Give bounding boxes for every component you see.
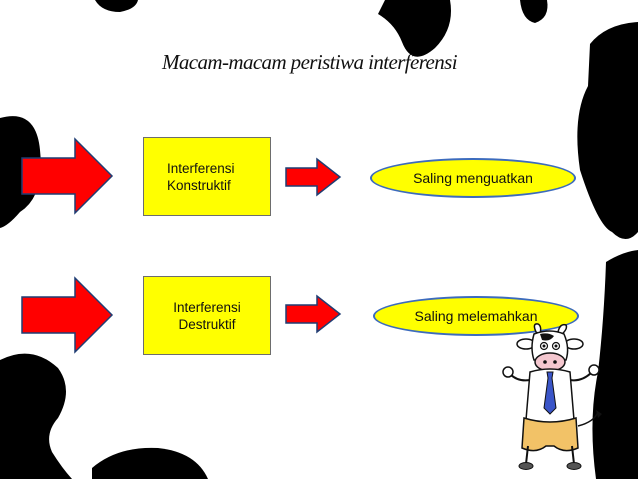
slide-title: Macam-macam peristiwa interferensi [162, 50, 458, 74]
arrow-right-icon [21, 137, 114, 215]
type-line-2: Konstruktif [167, 177, 231, 193]
interference-type-box-constructive: Interferensi Konstruktif [143, 137, 271, 216]
interference-type-box-destructive: Interferensi Destruktif [143, 276, 271, 355]
type-line-1: Interferensi [173, 299, 241, 315]
arrow-right-icon [21, 276, 114, 354]
arrow-right-icon [285, 157, 342, 197]
result-label-weaken: Saling melemahkan [373, 296, 579, 336]
type-line-2: Destruktif [178, 316, 236, 332]
cow-mascot-illustration [502, 323, 602, 470]
result-label-strengthen: Saling menguatkan [370, 158, 576, 198]
type-line-1: Interferensi [167, 160, 235, 176]
arrow-right-icon [285, 294, 342, 334]
